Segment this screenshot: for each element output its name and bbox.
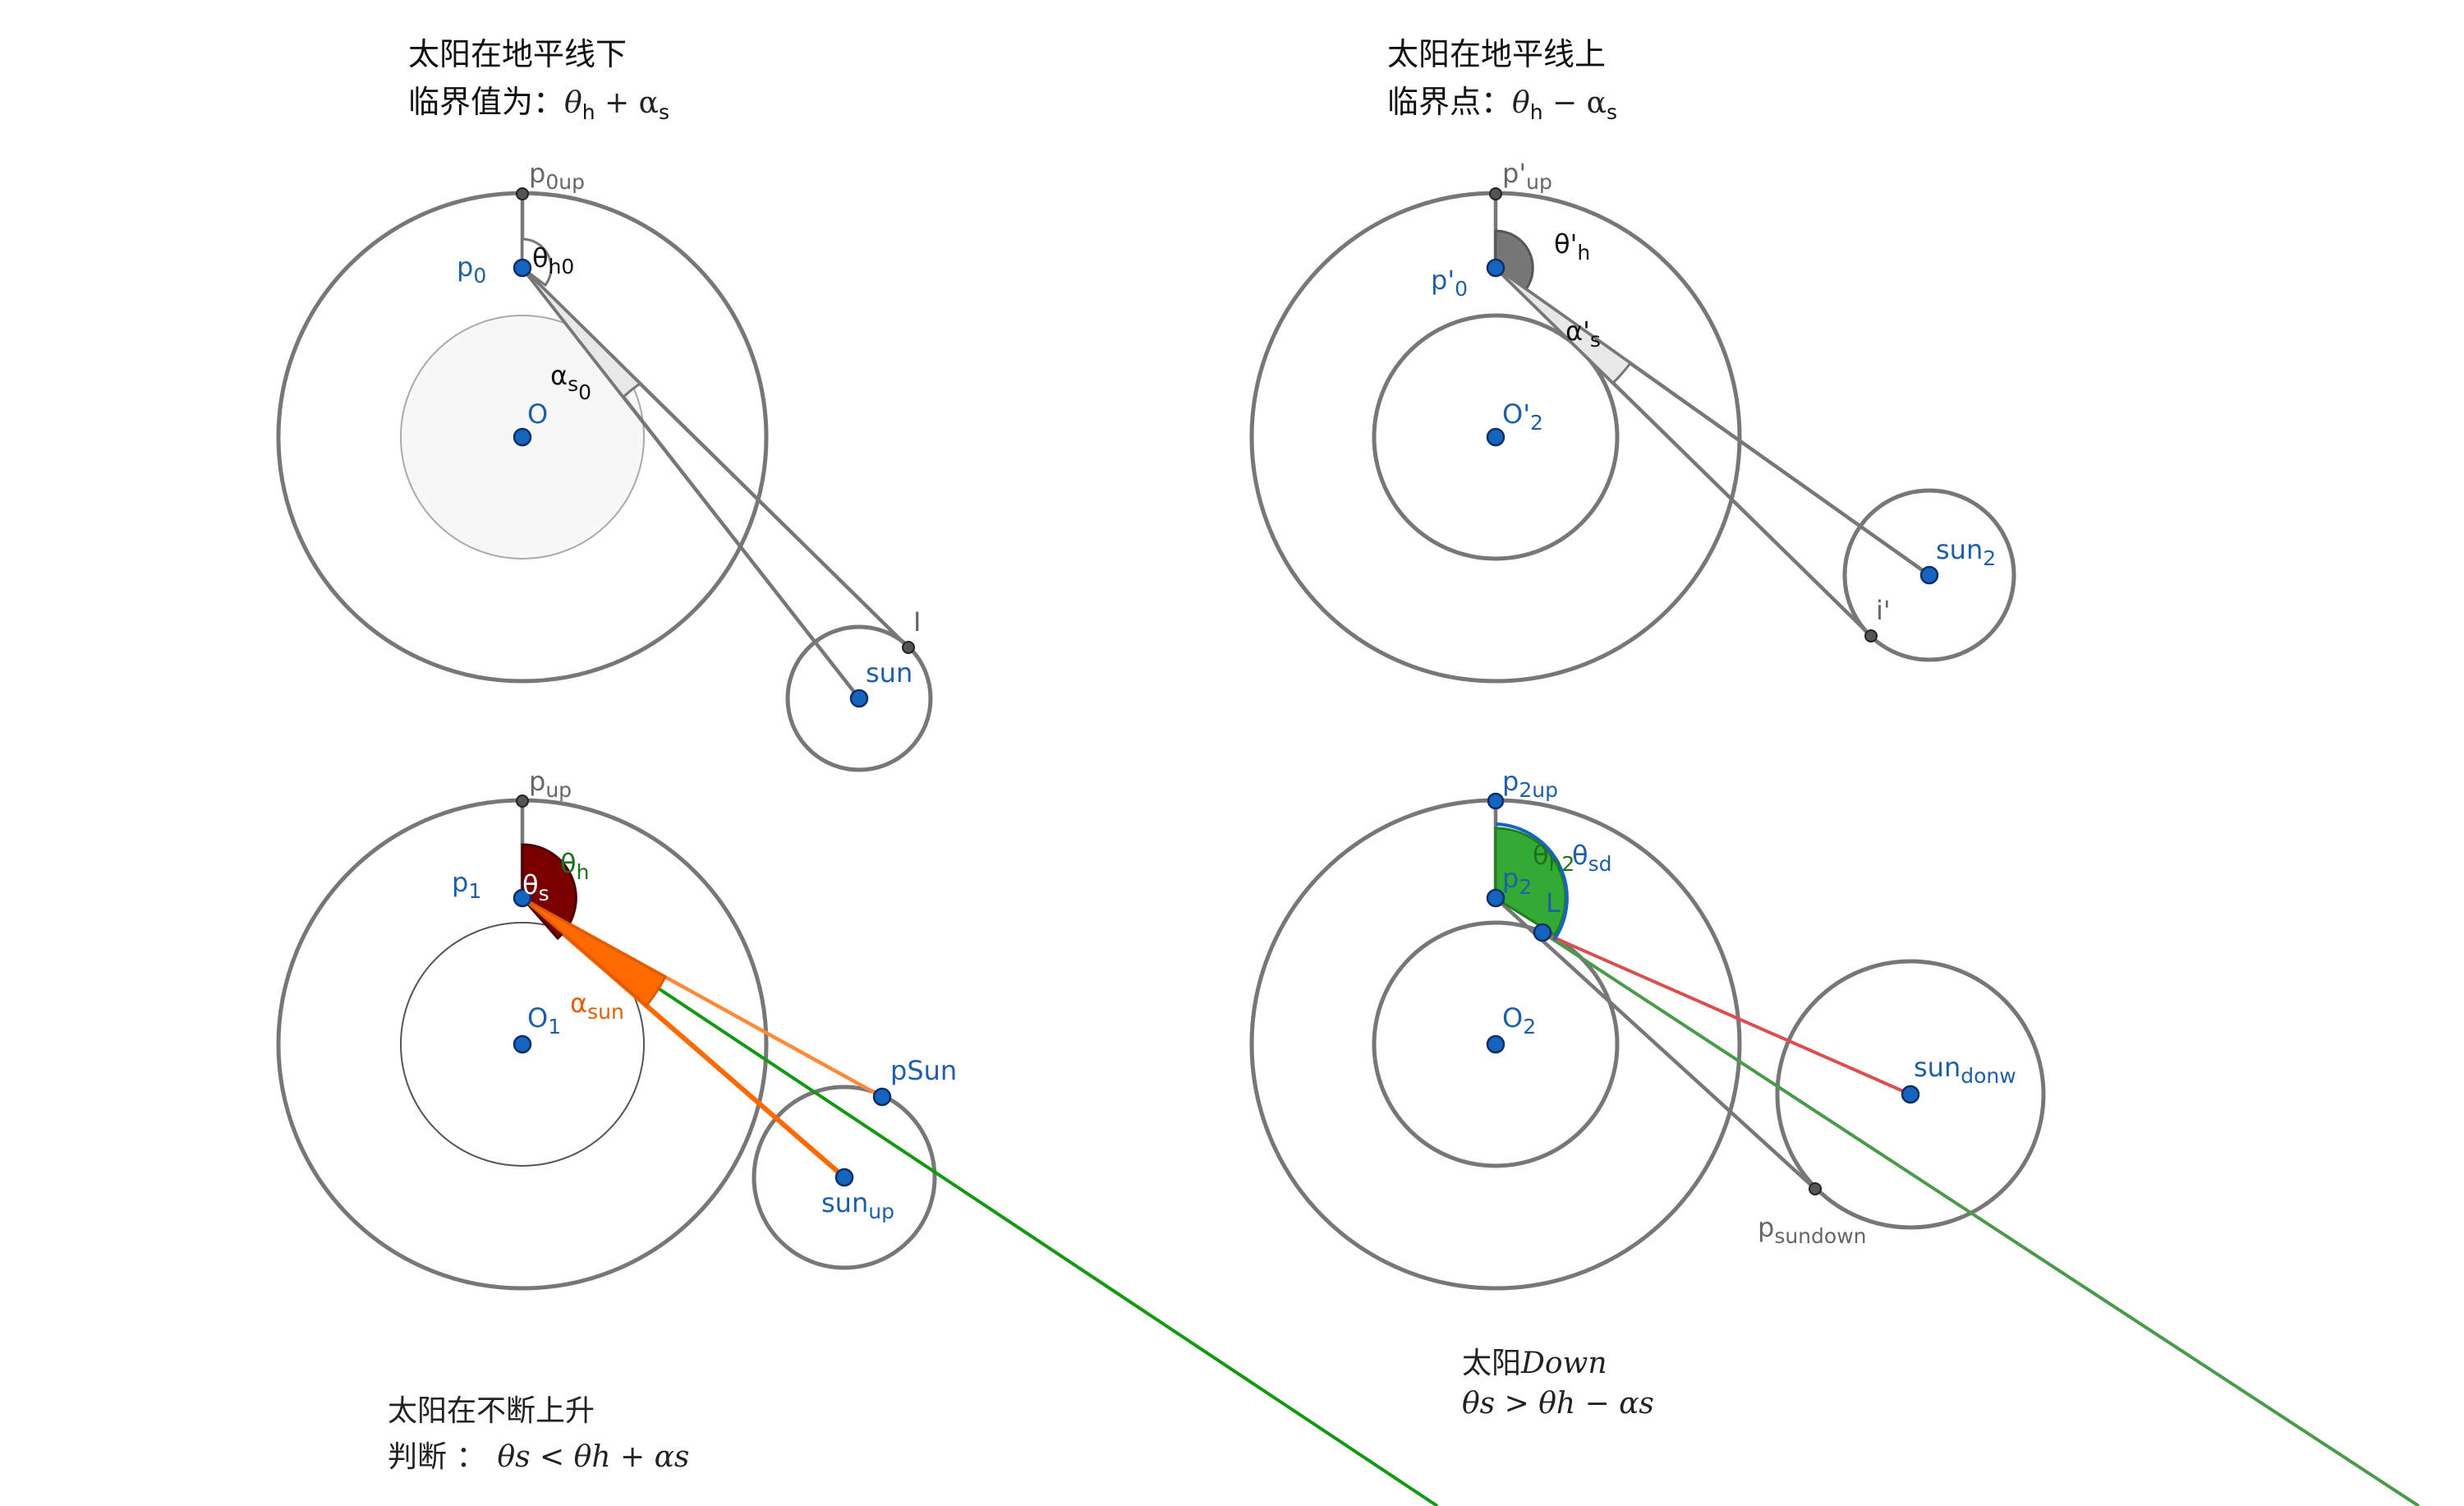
point-O2-prime — [1486, 427, 1506, 447]
label-alpha-s-prime: α's — [1565, 315, 1601, 352]
angle-alpha-sun — [522, 896, 668, 1008]
point-O2 — [1486, 1034, 1506, 1054]
panel-bottom-left: pup p1 θh θs αsun O1 pSun sunup 太阳在不断上升 … — [276, 766, 1439, 1506]
top-right-title-line2: 临界点：θh − αs — [1387, 84, 1617, 124]
point-p-up — [516, 794, 529, 808]
label-theta-h-prime: θ'h — [1554, 228, 1590, 265]
label-i-prime: i' — [1876, 595, 1891, 626]
label-theta-s: θs — [522, 869, 549, 905]
point-i-prime — [1864, 629, 1878, 642]
panel-bottom-right: p2up p2 θh2 θsd L O2 sundonw psundown 太阳… — [1249, 766, 2420, 1506]
label-theta-sd: θsd — [1572, 840, 1611, 876]
point-p2 — [1486, 888, 1506, 908]
top-left-title-line2: 临界值为：θh + αs — [408, 84, 669, 124]
green-tangent-line-2 — [1541, 931, 2420, 1506]
earth-inner-circle-3 — [1372, 920, 1620, 1168]
label-sun: sun — [866, 657, 913, 689]
earth-inner-circle-1 — [400, 922, 645, 1167]
point-p0-prime — [1486, 258, 1506, 278]
label-I: I — [913, 606, 921, 638]
green-tangent-line — [521, 896, 1439, 1506]
label-alpha-s0: αs0 — [550, 360, 591, 404]
angle-theta-h2 — [1494, 827, 1567, 937]
point-sundown — [1901, 1085, 1920, 1104]
point-p0up — [516, 187, 529, 200]
label-theta-h0: θh0 — [532, 242, 574, 279]
bottom-right-caption-line1: 太阳Down — [1462, 1347, 1607, 1380]
sundown-circle — [1775, 959, 2046, 1230]
label-p0-prime: p'0 — [1431, 265, 1468, 301]
bottom-right-caption-line2: θs > θh − αs — [1462, 1387, 1654, 1421]
bottom-left-caption-line1: 太阳在不断上升 — [388, 1394, 595, 1428]
label-p2up: p2up — [1502, 766, 1558, 802]
point-O — [513, 427, 532, 447]
sun-circle — [785, 624, 933, 772]
angle-alpha-s0 — [521, 266, 642, 399]
label-p1: p1 — [452, 867, 481, 903]
line-p2-to-psundown — [1494, 896, 1817, 1191]
label-pSun: pSun — [890, 1055, 957, 1086]
panel-top-left: 太阳在地平线下 临界值为：θh + αs p0up p0 θh0 αs0 O I… — [276, 36, 933, 772]
sun2-circle — [1842, 488, 2016, 662]
point-sun — [849, 689, 869, 708]
angle-alpha-s-prime — [1494, 266, 1633, 385]
label-theta-h2: θh2 — [1533, 840, 1574, 876]
point-L — [1533, 923, 1552, 942]
panel-top-right: 太阳在地平线上 临界点：θh − αs p'up p'0 θ'h α's O'2… — [1249, 36, 2016, 684]
angle-theta-sd-arc — [1495, 822, 1569, 942]
label-sundown: sundonw — [1914, 1052, 2016, 1088]
angle-theta-h-prime — [1494, 229, 1534, 292]
label-O1: O1 — [527, 1002, 561, 1039]
point-p-up-prime — [1489, 187, 1502, 200]
label-p-up: pup — [529, 766, 572, 802]
point-psundown — [1809, 1182, 1822, 1195]
point-pSun — [872, 1087, 892, 1107]
point-p0 — [513, 258, 532, 278]
label-sun2: sun2 — [1936, 534, 1996, 570]
angle-theta-h0 — [521, 237, 553, 288]
label-O2: O2 — [1502, 1002, 1536, 1039]
label-p0: p0 — [457, 251, 486, 288]
label-theta-h: θh — [560, 848, 589, 884]
top-left-title-line1: 太阳在地平线下 — [408, 36, 627, 72]
label-O2-prime: O'2 — [1502, 398, 1543, 435]
top-right-title-line1: 太阳在地平线上 — [1387, 36, 1606, 72]
point-sun2 — [1919, 565, 1939, 585]
label-L: L — [1546, 887, 1561, 919]
point-p2up — [1487, 792, 1505, 810]
label-p-up-prime: p'up — [1502, 158, 1552, 194]
label-p2: p2 — [1502, 863, 1532, 899]
red-line-to-sundown — [1542, 931, 1911, 1096]
label-sunup: sunup — [821, 1187, 894, 1223]
point-O1 — [513, 1034, 532, 1054]
bottom-left-caption-line2: 判断 ：θs < θh + αs — [388, 1440, 689, 1474]
point-sunup — [834, 1167, 854, 1187]
earth-inner-circle-2 — [1372, 313, 1620, 561]
label-p0up: p0up — [529, 158, 585, 194]
label-O: O — [527, 398, 548, 430]
point-I — [902, 641, 915, 654]
label-psundown: psundown — [1758, 1212, 1866, 1248]
sunup-circle — [752, 1085, 937, 1270]
label-alpha-sun: αsun — [570, 988, 624, 1024]
point-p1 — [513, 888, 532, 908]
